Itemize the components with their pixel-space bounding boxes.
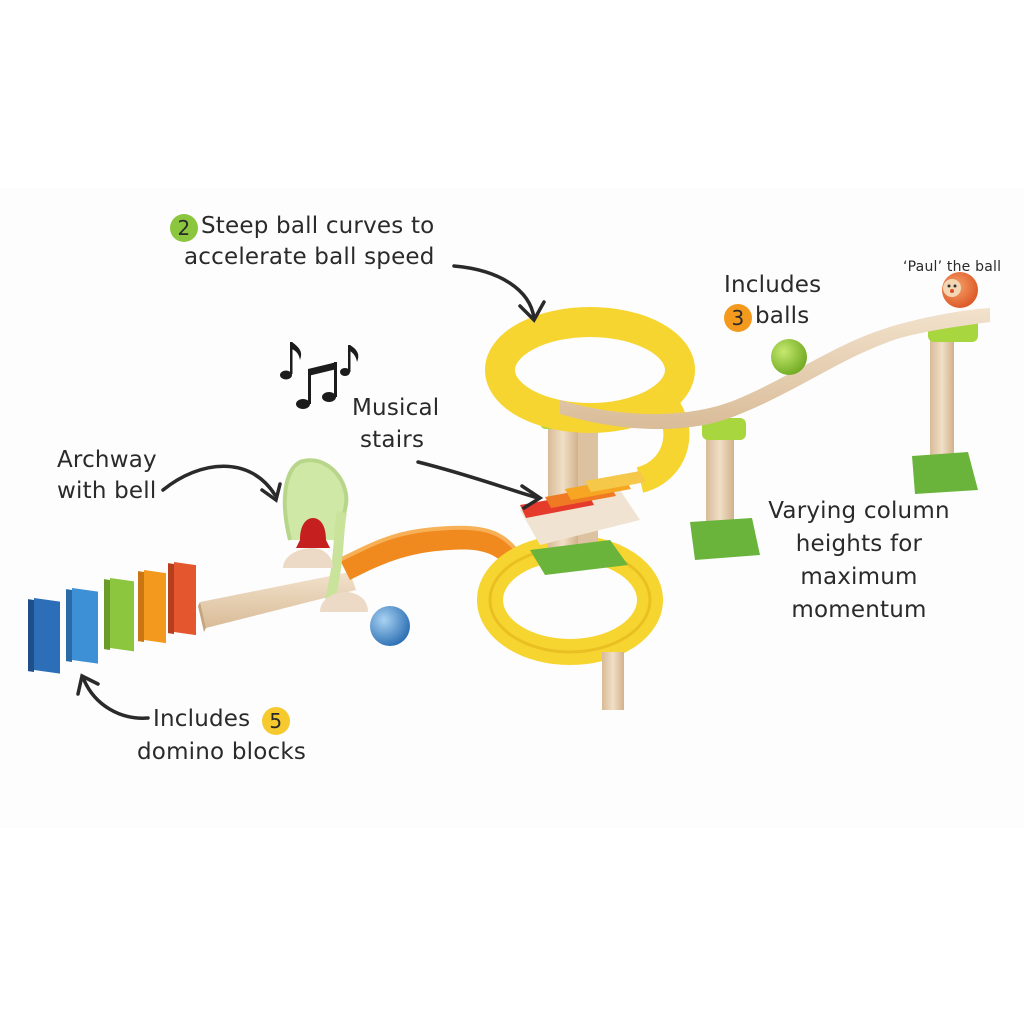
green-ball [771,339,807,375]
badge-balls: 3 [724,304,752,332]
blue-ball [370,606,410,646]
lower-curve [477,535,663,710]
domino-block [104,578,134,652]
annotation-arrows [76,264,546,720]
music-notes-icon [280,342,359,409]
badge-dominoes: 5 [261,707,290,735]
columns-line2: heights for [795,531,923,557]
balls-line1: Includes [724,272,822,298]
archway-with-bell [282,458,368,612]
arrow-curves [452,264,536,320]
photo-background [0,188,1024,828]
arrow-musical [416,460,540,500]
musical-line1: Musical [352,395,440,421]
paul-text: ‘Paul’ the ball [903,259,1002,275]
arrow-dominoes [82,678,150,720]
columns-line4: momentum [791,597,927,623]
musical-line2: stairs [360,427,425,453]
domino-block [28,598,60,674]
domino-block [138,570,166,644]
domino-blocks [28,562,196,674]
annotation-musical: Musical stairs [352,392,439,456]
arrow-archway [161,464,277,497]
paul-ball [942,272,978,308]
curves-line1: Steep ball curves to [201,213,435,239]
domino-block [66,588,98,664]
badge-curves: 2 [170,214,198,242]
bell-icon [296,518,330,548]
dominoes-line2: domino blocks [137,739,307,765]
wooden-ramp [198,572,356,632]
curves-line2: accelerate ball speed [184,244,435,270]
dominoes-line1: Includes [153,706,251,732]
xylophone-stairs [520,471,646,545]
annotation-archway: Archway with bell [57,445,157,507]
balls-line2: balls [755,303,810,329]
columns-line1: Varying column [768,498,950,524]
archway-line2: with bell [57,478,157,504]
domino-block [168,562,196,636]
upper-wooden-track [560,308,990,430]
columns-line3: maximum [800,564,918,590]
archway-line1: Archway [57,447,157,473]
annotation-columns: Varying column heights for maximum momen… [752,495,966,627]
annotation-dominoes: Includes 5 domino blocks [137,703,306,769]
annotation-paul: ‘Paul’ the ball [903,249,1001,280]
